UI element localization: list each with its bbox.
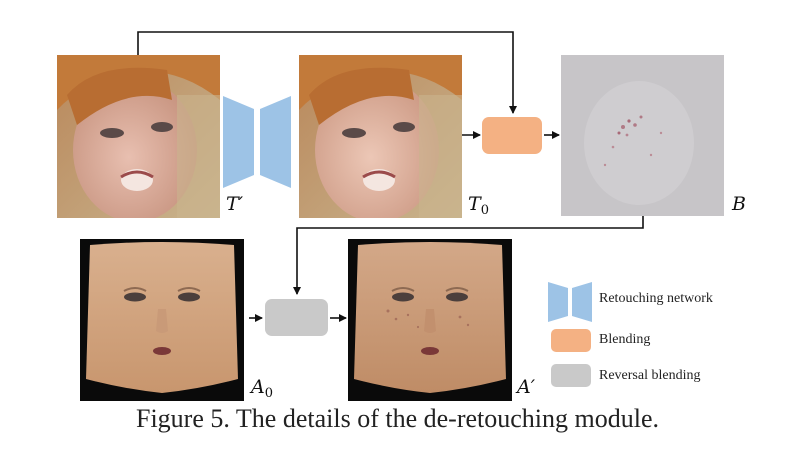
image-b <box>561 55 724 216</box>
blending-box <box>482 117 542 154</box>
label-t0: T0 <box>468 193 489 218</box>
legend-blending-box-icon <box>551 329 591 352</box>
figure-caption: Figure 5. The details of the de-retouchi… <box>136 404 659 433</box>
label-t-prime: T′ <box>226 193 244 215</box>
legend-retouching-network-icon <box>548 282 592 322</box>
legend: Retouching network Blending Reversal ble… <box>548 278 748 393</box>
image-a0 <box>80 239 244 401</box>
legend-label-reversal-blending: Reversal blending <box>599 368 701 383</box>
arrow-b-to-reversal-blending <box>293 216 644 295</box>
legend-label-retouching-network: Retouching network <box>599 291 713 306</box>
legend-reversal-blending-box-icon <box>551 364 591 387</box>
legend-label-blending: Blending <box>599 332 651 347</box>
label-a-prime: A′ <box>517 376 536 398</box>
image-t0 <box>299 55 462 218</box>
reversal-blending-box <box>265 299 328 336</box>
label-a0: A0 <box>251 376 274 401</box>
image-a-prime <box>348 239 512 401</box>
image-t-prime <box>57 55 220 218</box>
retouching-network-icon <box>223 96 291 188</box>
label-b: B <box>732 193 746 215</box>
arrow-t-prime-to-blending <box>137 31 517 114</box>
